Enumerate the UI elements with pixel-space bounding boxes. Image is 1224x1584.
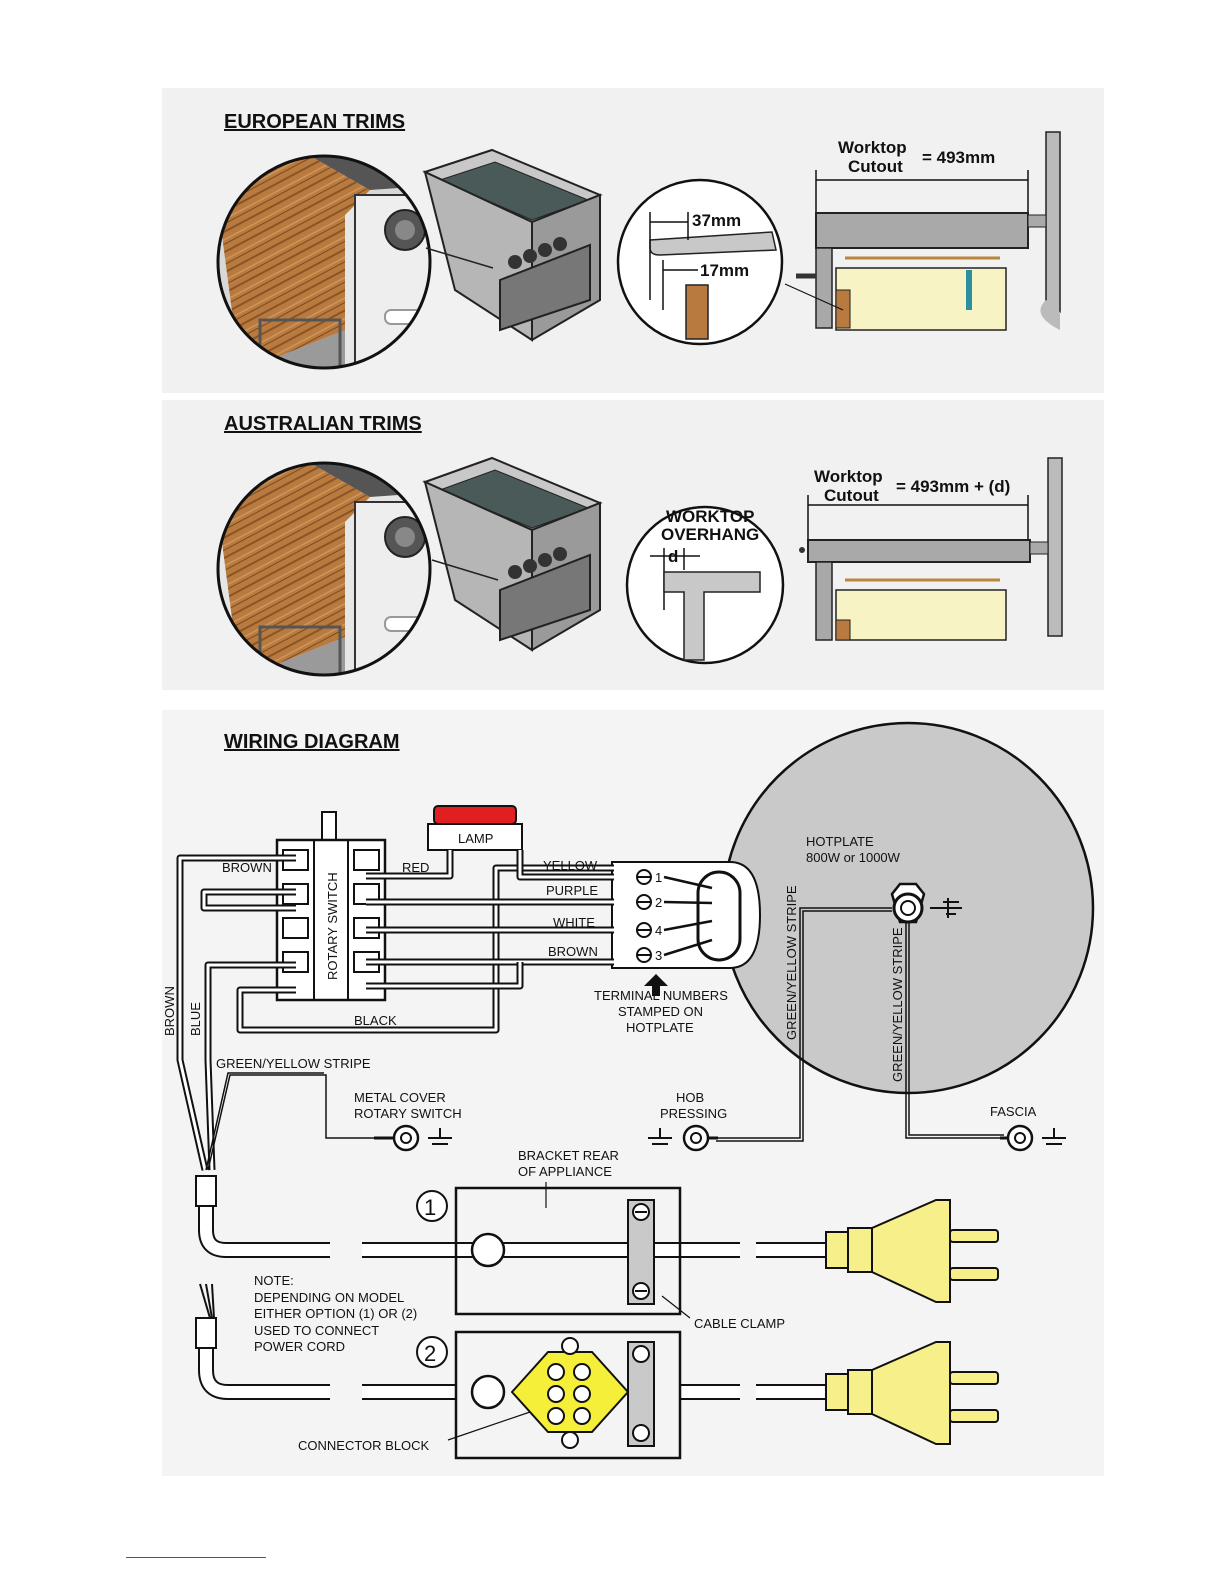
earth-fascia: FASCIA (990, 1104, 1066, 1152)
wire-green-yellow-label: GREEN/YELLOW STRIPE (890, 927, 905, 1082)
australian-cooker-illustration (422, 456, 603, 652)
hob-label: HOB (676, 1090, 704, 1105)
bracket-label-1: BRACKET REAR (518, 1148, 619, 1163)
hotplate-rating: 800W or 1000W (806, 850, 901, 865)
wire-white-label: WHITE (553, 915, 595, 930)
metal-cover-label: METAL COVER (354, 1090, 446, 1105)
european-dimension-detail: 37mm 17mm (616, 178, 784, 346)
option-1-bracket: BRACKET REAR OF APPLIANCE 1 CABLE CLAMP (195, 1148, 826, 1331)
wire-brown-left-label: BROWN (162, 986, 177, 1036)
terminal-block: 1 2 4 3 TERMINAL NUMBERS STAMPED ON HOTP… (594, 861, 762, 1035)
note-line: NOTE: (254, 1273, 294, 1288)
footer-rule (126, 1557, 266, 1558)
note-line: USED TO CONNECT (254, 1323, 379, 1338)
hotplate-earth-stud (890, 882, 962, 924)
wire-purple-label: PURPLE (546, 883, 598, 898)
overhang-label-2: OVERHANG (661, 525, 759, 544)
connector-block-label: CONNECTOR BLOCK (298, 1438, 430, 1453)
terminal-3: 3 (655, 948, 662, 963)
power-cord-note: NOTE: DEPENDING ON MODEL EITHER OPTION (… (254, 1273, 417, 1354)
earth-metal-cover: METAL COVER ROTARY SWITCH (354, 1090, 462, 1152)
wire-brown-right-label: BROWN (548, 944, 598, 959)
terminal-note-line1: TERMINAL NUMBERS (594, 988, 728, 1003)
rotary-switch-cover-label: ROTARY SWITCH (354, 1106, 462, 1121)
cutout-value: = 493mm + (d) (896, 477, 1010, 496)
terminal-note-line2: STAMPED ON (618, 1004, 703, 1019)
option-2-connector: 2 CONNECTOR BLOCK (195, 1283, 826, 1460)
wire-blue-label: BLUE (188, 1002, 203, 1036)
wire-yellow-label: YELLOW (543, 858, 598, 873)
wire-green-yellow-label: GREEN/YELLOW STRIPE (216, 1056, 371, 1071)
australian-cutout-section: Worktop Cutout = 493mm + (d) (799, 457, 1063, 641)
european-cooker-illustration (422, 148, 603, 342)
earth-symbol-icon (1042, 1128, 1066, 1145)
overhang-label-1: WORKTOP (666, 507, 754, 526)
wire-green-yellow-label: GREEN/YELLOW STRIPE (784, 885, 799, 1040)
option-1-number: 1 (424, 1195, 436, 1220)
australian-trims-heading: AUSTRALIAN TRIMS (224, 413, 422, 435)
european-detail-magnifier (216, 154, 432, 370)
plug-2 (825, 1341, 999, 1445)
option-2-number: 2 (424, 1341, 436, 1366)
australian-detail-magnifier (216, 461, 432, 677)
dim-17mm: 17mm (700, 261, 749, 280)
rotary-switch: ROTARY SWITCH (275, 811, 387, 1002)
lamp: LAMP (427, 805, 523, 851)
rotary-switch-label: ROTARY SWITCH (325, 872, 340, 980)
earth-symbol-icon (428, 1128, 452, 1145)
earth-hob-pressing: HOB PRESSING (648, 1090, 727, 1152)
worktop-label: Worktop (814, 467, 883, 486)
bracket-label-2: OF APPLIANCE (518, 1164, 612, 1179)
wiring-diagram-heading: WIRING DIAGRAM (224, 731, 400, 753)
worktop-label: Worktop (838, 138, 907, 157)
cutout-value: = 493mm (922, 148, 995, 167)
cutout-label: Cutout (824, 486, 879, 505)
note-line: DEPENDING ON MODEL (254, 1290, 404, 1305)
note-line: EITHER OPTION (1) OR (2) (254, 1306, 417, 1321)
earth-symbol-icon (648, 1128, 672, 1145)
terminal-1: 1 (655, 870, 662, 885)
dim-37mm: 37mm (692, 211, 741, 230)
arrow-up-icon (644, 974, 668, 996)
wiring-harness (176, 850, 1004, 1171)
australian-overhang-detail: WORKTOP OVERHANG d (625, 505, 785, 665)
european-trims-heading: EUROPEAN TRIMS (224, 111, 405, 133)
worktop-wood (218, 156, 370, 368)
lamp-label: LAMP (458, 831, 493, 846)
terminal-4: 4 (655, 923, 662, 938)
terminal-2: 2 (655, 895, 662, 910)
wire-black-label: BLACK (354, 1013, 397, 1028)
overhang-d: d (668, 547, 678, 566)
cutout-label: Cutout (848, 157, 903, 176)
note-line: POWER CORD (254, 1339, 345, 1354)
cable-clamp-label: CABLE CLAMP (694, 1316, 785, 1331)
european-cutout-section: Worktop Cutout = 493mm (784, 131, 1061, 331)
fascia-label: FASCIA (990, 1104, 1037, 1119)
pressing-label: PRESSING (660, 1106, 727, 1121)
plug-1 (825, 1199, 999, 1303)
wire-red-label: RED (402, 860, 429, 875)
terminal-note-line3: HOTPLATE (626, 1020, 694, 1035)
hotplate-label: HOTPLATE (806, 834, 874, 849)
wire-brown-label: BROWN (222, 860, 272, 875)
earth-symbol-icon (930, 898, 962, 918)
